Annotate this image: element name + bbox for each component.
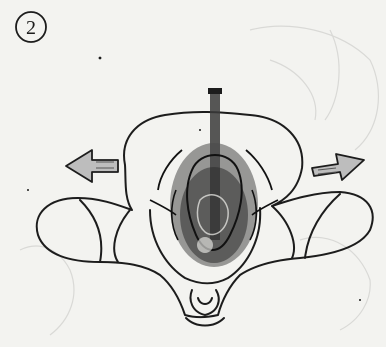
right-knee-curve [305, 194, 340, 258]
left-knee-curve [80, 200, 101, 262]
organ-mass [150, 143, 278, 267]
perineum-inner [198, 298, 212, 304]
left-leg-inner [114, 210, 130, 262]
right-arrow-icon [312, 154, 364, 180]
perineum [191, 290, 219, 315]
right-leg-inner [272, 206, 294, 258]
left-arrow-icon [66, 150, 118, 182]
perineum-lower [186, 318, 224, 326]
